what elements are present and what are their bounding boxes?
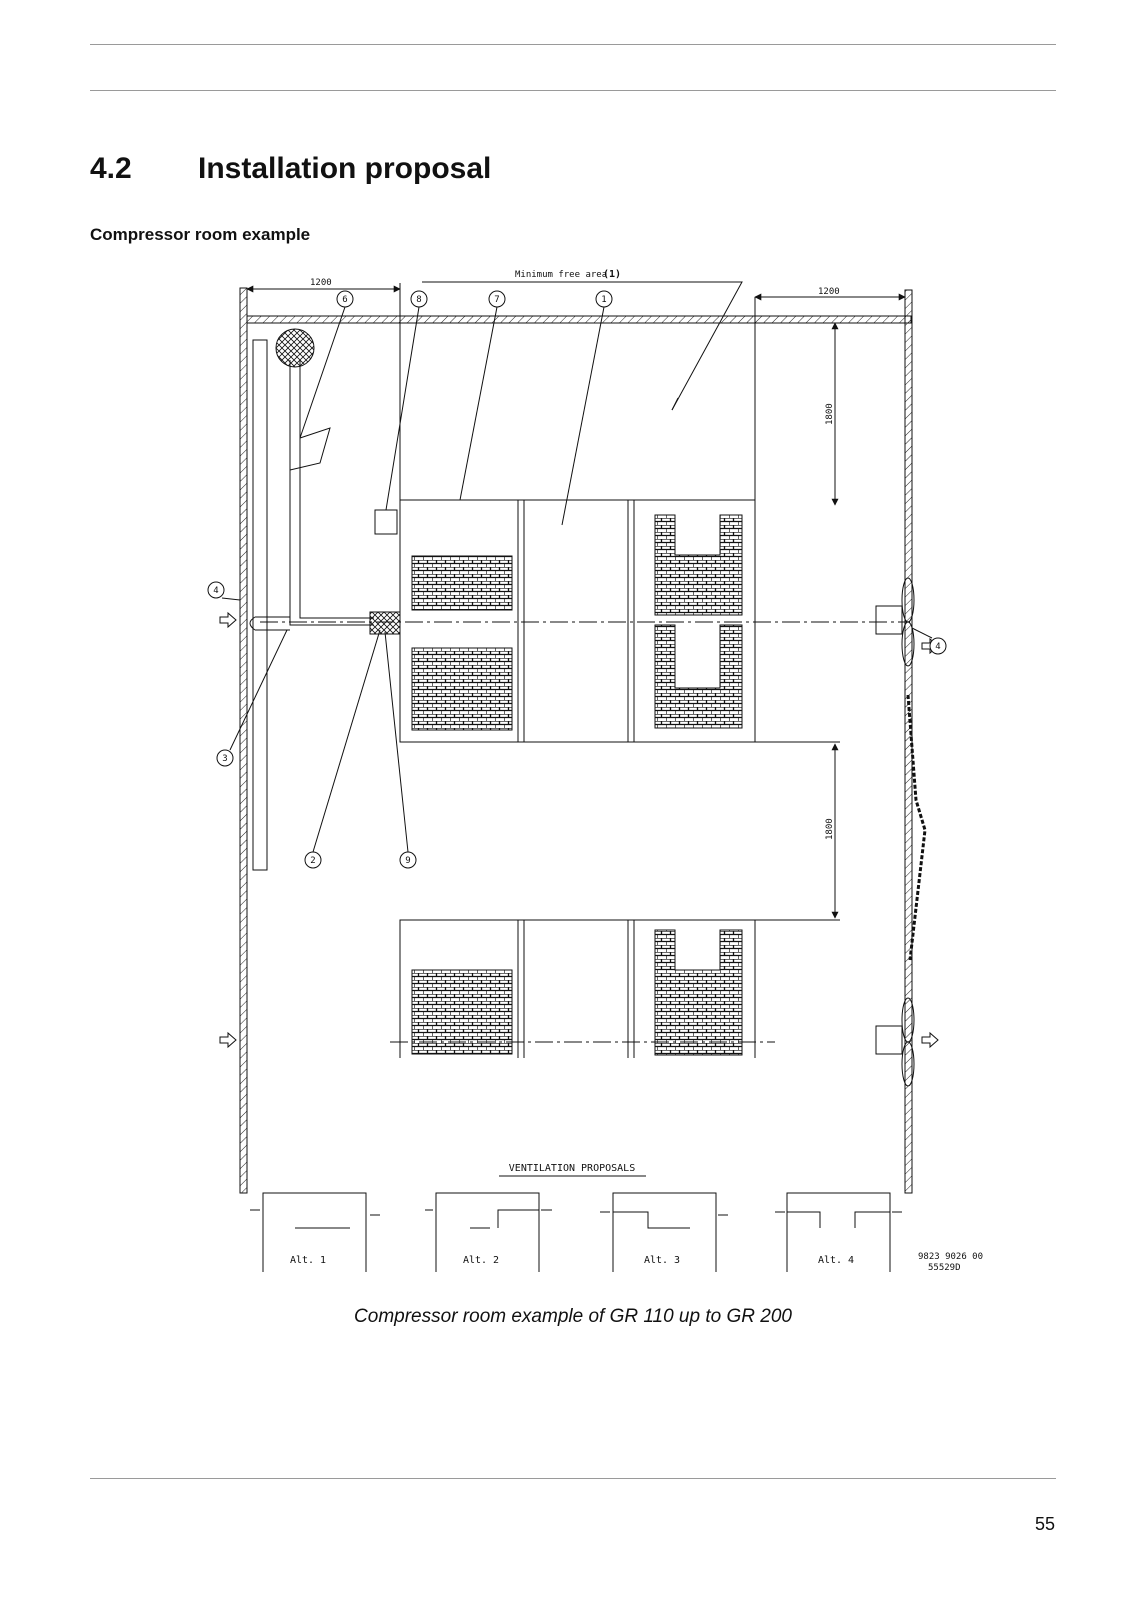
right-wall <box>904 289 913 1194</box>
bottom-rule <box>90 1478 1056 1479</box>
alt-4-label: Alt. 4 <box>818 1255 854 1266</box>
callout-4-right: 4 <box>935 642 940 652</box>
dimension-right: 1200 <box>818 287 840 297</box>
callout-8: 8 <box>416 295 421 305</box>
alt-2-label: Alt. 2 <box>463 1255 499 1266</box>
dimension-vertical-2: 1800 <box>825 818 835 840</box>
compressor-room-drawing: 6 8 7 1 4 3 2 9 4 1200 1200 1800 1800 Mi… <box>207 269 983 1273</box>
left-wall <box>239 287 248 1194</box>
compressor-unit-1 <box>369 499 756 743</box>
callout-7: 7 <box>494 295 499 305</box>
dimension-vertical-1: 1800 <box>825 403 835 425</box>
compressor-unit-2 <box>399 919 756 1058</box>
drawing-number: 9823 9026 00 <box>918 1252 983 1262</box>
drawing-id: 55529D <box>928 1263 961 1273</box>
dimension-left: 1200 <box>310 278 332 288</box>
figure-caption: Compressor room example of GR 110 up to … <box>354 1306 792 1327</box>
callout-6: 6 <box>342 295 347 305</box>
section-heading: 4.2 Installation proposal <box>90 152 491 186</box>
section-number: 4.2 <box>90 152 132 185</box>
callout-2: 2 <box>310 856 315 866</box>
free-area-ref: (1) <box>603 269 621 280</box>
callout-9: 9 <box>405 856 410 866</box>
section-title: Installation proposal <box>198 152 492 185</box>
alt-3-label: Alt. 3 <box>644 1255 680 1266</box>
top-wall <box>246 315 912 324</box>
ventilation-title: VENTILATION PROPOSALS <box>509 1163 635 1174</box>
callout-3: 3 <box>222 754 227 764</box>
ventilation-proposals <box>250 1175 902 1272</box>
alt-1-label: Alt. 1 <box>290 1255 326 1266</box>
extraction-fan-1 <box>875 577 915 667</box>
subheading: Compressor room example <box>90 225 311 244</box>
page-number: 55 <box>1034 1514 1055 1534</box>
exhaust-duct <box>275 328 315 368</box>
free-area-label: Minimum free area <box>515 270 607 280</box>
top-rule-2 <box>90 90 1056 91</box>
callout-1: 1 <box>601 295 606 305</box>
top-rule-1 <box>90 44 1056 45</box>
extraction-fan-2 <box>875 997 915 1087</box>
callout-4-left: 4 <box>213 586 218 596</box>
